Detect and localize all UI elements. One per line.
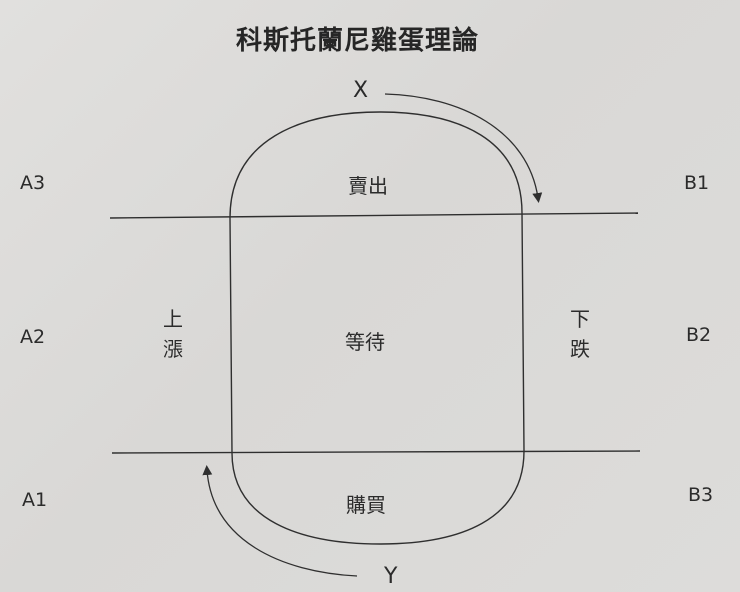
label-b3: B3 [688,484,714,506]
y-arrow [202,465,358,577]
egg-outline [229,111,525,545]
label-b2: B2 [686,324,712,346]
trend-rise: 上 漲 [162,304,184,364]
lower-divider-line [111,450,641,454]
trend-rise-char-2: 漲 [163,337,183,361]
x-marker: X [353,78,369,103]
label-b1: B1 [684,172,710,194]
label-a2: A2 [20,326,46,348]
trend-fall-char-1: 下 [570,307,590,331]
region-buy: 購買 [346,493,386,517]
upper-divider-line [109,212,639,219]
y-marker: Y [384,564,398,589]
label-a1: A1 [22,489,48,511]
region-wait: 等待 [345,330,385,354]
trend-rise-char-1: 上 [163,307,183,331]
trend-fall: 下 跌 [569,304,591,364]
x-arrow [384,93,543,203]
diagram-title: 科斯托蘭尼雞蛋理論 [236,26,480,56]
region-sell: 賣出 [348,174,388,198]
trend-fall-char-2: 跌 [570,337,590,361]
label-a3: A3 [20,172,46,194]
